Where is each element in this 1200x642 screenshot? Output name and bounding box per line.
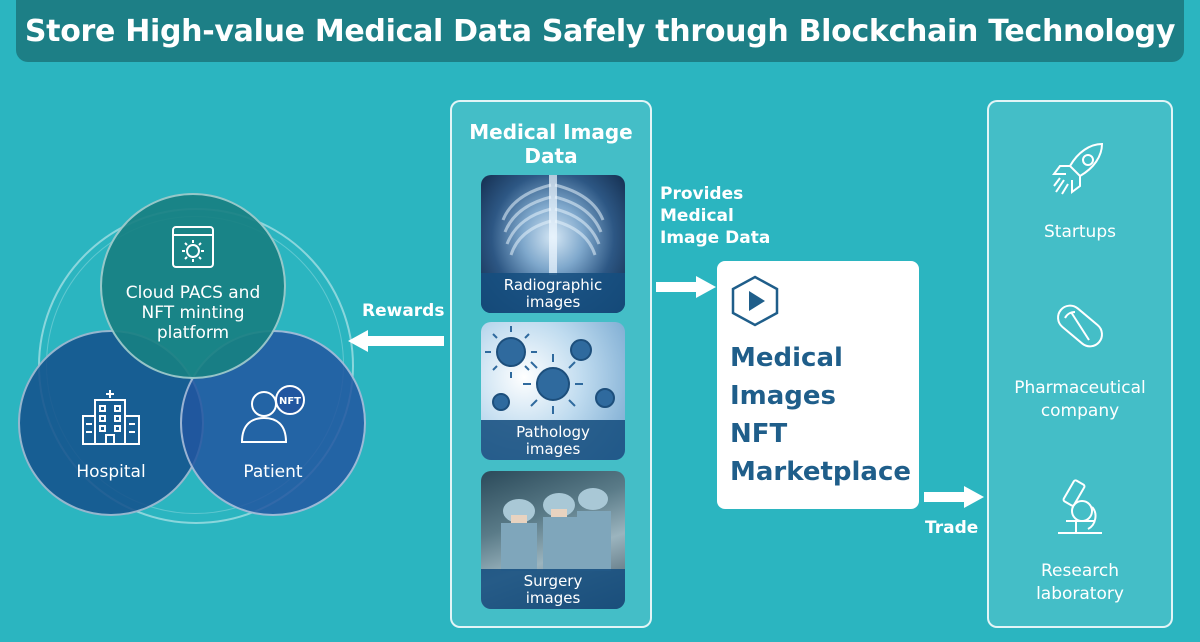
cloud-pacs-label: Cloud PACS and NFT minting platform <box>125 283 261 343</box>
page-title: Store High-value Medical Data Safely thr… <box>16 0 1184 62</box>
provides-arrow <box>656 276 716 298</box>
play-hexagon-icon <box>731 275 779 331</box>
pathology-image-card: Pathology images <box>481 322 625 460</box>
gear-screen-icon <box>169 223 217 276</box>
nft-marketplace-box: Medical Images NFT Marketplace <box>717 261 919 509</box>
startups-label: Startups <box>1044 222 1116 242</box>
pharmaceutical-item: Pharmaceutical company <box>989 296 1171 423</box>
pill-capsule-icon <box>989 296 1171 365</box>
microscope-icon <box>989 477 1171 546</box>
pathology-caption: Pathology images <box>481 420 625 460</box>
hospital-label: Hospital <box>76 462 146 482</box>
rewards-arrow <box>348 330 444 352</box>
rocket-icon <box>989 140 1171 207</box>
research-label: Research laboratory <box>1036 561 1124 604</box>
pharmaceutical-label: Pharmaceutical company <box>1014 378 1146 421</box>
medical-image-data-panel: Medical Image Data Radiographic images <box>450 100 652 628</box>
nft-person-icon: NFT <box>240 384 306 451</box>
marketplace-title: Medical Images NFT Marketplace <box>730 343 912 487</box>
provides-label: Provides Medical Image Data <box>660 184 771 248</box>
trade-label: Trade <box>925 518 979 538</box>
svg-text:NFT: NFT <box>279 396 301 407</box>
startups-item: Startups <box>989 140 1171 244</box>
surgery-image-card: Surgery images <box>481 471 625 609</box>
hospital-building-icon <box>81 390 141 451</box>
xray-ribs-illustration <box>501 175 605 275</box>
trade-arrow <box>924 486 984 508</box>
radiographic-caption: Radiographic images <box>481 273 625 313</box>
medical-image-data-title: Medical Image Data <box>469 120 633 168</box>
research-item: Research laboratory <box>989 477 1171 606</box>
pathology-cells-illustration <box>485 326 615 414</box>
cloud-pacs-circle: Cloud PACS and NFT minting platform <box>100 193 286 379</box>
rewards-label: Rewards <box>362 301 445 321</box>
surgery-caption: Surgery images <box>481 569 625 609</box>
patient-label: Patient <box>243 462 303 482</box>
surgeons-illustration <box>501 488 611 571</box>
radiographic-image-card: Radiographic images <box>481 175 625 313</box>
buyers-panel: Startups Pharmaceutical company Resea <box>987 100 1173 628</box>
